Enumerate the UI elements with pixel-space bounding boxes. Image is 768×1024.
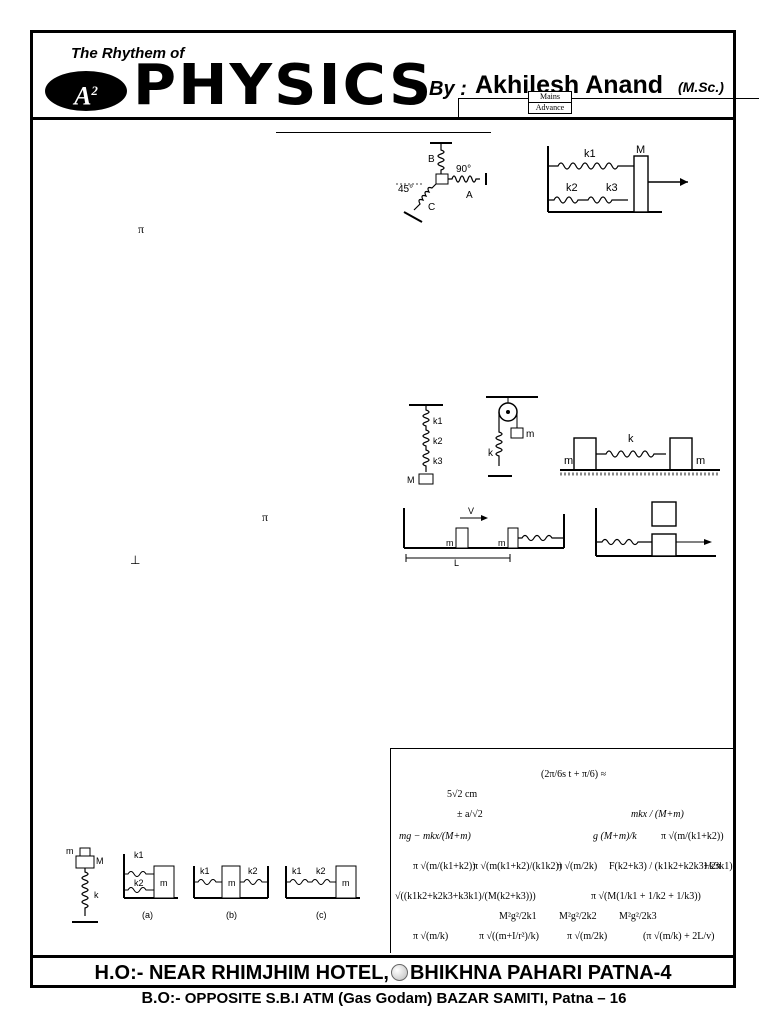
label-k1: k1 [584,148,596,160]
figure-three-springs: B 90° 45° C A [396,142,487,223]
label-m: M [407,475,415,485]
a2-logo: A2 [45,71,127,111]
label-m-right: m [696,455,705,467]
answer-6: g (M+m)/k [593,831,637,842]
label-m: m [526,429,534,440]
figure-spring-block-pulled: k1 M k2 k3 [547,144,688,213]
label-m: m [160,878,168,888]
pi-symbol: π [262,510,269,524]
label-angle-45: 45° [398,184,413,195]
figure-vertical-spring-masses: m M k [66,846,104,923]
answer-key: (2π/6s t + π/6) ≈ 5√2 cm ± a/√2 mkx / (M… [390,748,734,953]
answer-18: π √(m/k) [413,931,449,942]
label-m: M [636,144,645,156]
branch-office-address: B.O:- OPPOSITE S.B.I ATM (Gas Godam) BAZ… [0,990,768,1008]
label-k: k [488,448,494,459]
bo-address: OPPOSITE S.B.I ATM (Gas Godam) BAZAR SAM… [184,990,627,1007]
label-c: C [428,202,435,213]
answer-4: mkx / (M+m) [631,809,684,820]
label-k: k [94,890,99,900]
label-m: m [228,878,236,888]
label-k2: k2 [248,866,258,876]
answer-1: (2π/6s t + π/6) ≈ [541,769,607,780]
label-k3: k3 [433,456,443,466]
label-a: (a) [142,910,153,920]
label-big-m: M [96,856,104,866]
label-b: B [428,154,435,165]
label-k1: k1 [200,866,210,876]
perpendicular-symbol: ⊥ [130,553,141,567]
label-m-left: m [564,455,573,467]
label-angle-90: 90° [456,164,471,175]
label-k2: k2 [433,436,443,446]
answer-21: (π √(m/k) + 2L/v) [643,931,715,942]
level-tag: Mains Advance [528,91,572,114]
answer-3: ± a/√2 [457,809,483,820]
level-mains: Mains [540,92,560,101]
author-credential: (M.Sc.) [678,79,724,95]
label-k3: k3 [606,182,618,194]
page-header: The Rhythem of A2 PHYSICS By : Akhilesh … [33,33,759,120]
brand-tagline: The Rhythem of [71,45,185,62]
level-advance: Advance [529,102,571,113]
answer-19: π √((m+I/r²)/k) [479,931,539,942]
head-office-address: H.O:- NEAR RHIMJHIM HOTEL, BHIKHNA PAHARI… [33,955,733,988]
label-v: V [468,506,474,516]
section-heading-rule [276,132,491,133]
answer-15: M²g²/2k2 [559,911,597,922]
label-m: m [446,538,454,548]
label-m: m [498,538,506,548]
answer-5: mg − mkx/(M+m) [399,831,471,842]
figure-pulley-spring: m k [486,396,538,477]
pi-symbol: π [138,222,145,236]
answer-16: M²g²/2k3 [619,911,657,922]
answer-20: π √(m/2k) [567,931,608,942]
figure-collision-spring: V m m L [403,506,565,566]
label-k2: k2 [316,866,326,876]
label-k: k [628,433,634,445]
by-label: By : [429,78,467,100]
answer-13: √((k1k2+k2k3+k3k1)/(M(k2+k3))) [395,891,536,902]
answer-14: M²g²/2k1 [499,911,537,922]
answer-8: π √(m/(k1+k2)) [413,861,476,872]
figure-spring-arrangements: k1 k2 m (a) k1 m k2 (b) k1 k2 m (c) [123,850,360,920]
label-m: m [342,878,350,888]
label-l: L [454,558,459,566]
answer-17: π √(M(1/k1 + 1/k2 + 1/k3)) [591,891,701,902]
label-k1: k1 [433,416,443,426]
label-k1: k1 [134,850,144,860]
label-c: (c) [316,910,327,920]
answer-9: π √(m(k1+k2)/(k1k2)) [473,861,563,872]
bullet-icon [390,964,408,981]
label-m: m [66,846,74,856]
figure-stacked-blocks [595,501,716,557]
page-frame [30,30,736,988]
ho-address-part2: BHIKHNA PAHARI PATNA-4 [409,962,672,984]
figure-series-springs: k1 k2 k3 M [407,404,443,485]
bo-label: B.O:- [141,990,181,1007]
label-k1: k1 [292,866,302,876]
label-a: A [466,190,473,201]
label-k2: k2 [134,878,144,888]
answer-2: 5√2 cm [447,789,478,800]
ho-address-part1: H.O:- NEAR RHIMJHIM HOTEL, [94,962,389,984]
label-k2: k2 [566,182,578,194]
answer-11: F(k2+k3) / (k1k2+k2k3+k3k1) [609,861,733,872]
answer-7: π √(m/(k1+k2)) [661,831,724,842]
label-b: (b) [226,910,237,920]
header-rule [458,98,759,117]
figure-two-mass-spring: m k m [560,433,720,476]
brand-title: PHYSICS [133,53,434,118]
answer-10: π √(m/2k) [557,861,598,872]
answer-12: 1/2π [703,861,721,872]
